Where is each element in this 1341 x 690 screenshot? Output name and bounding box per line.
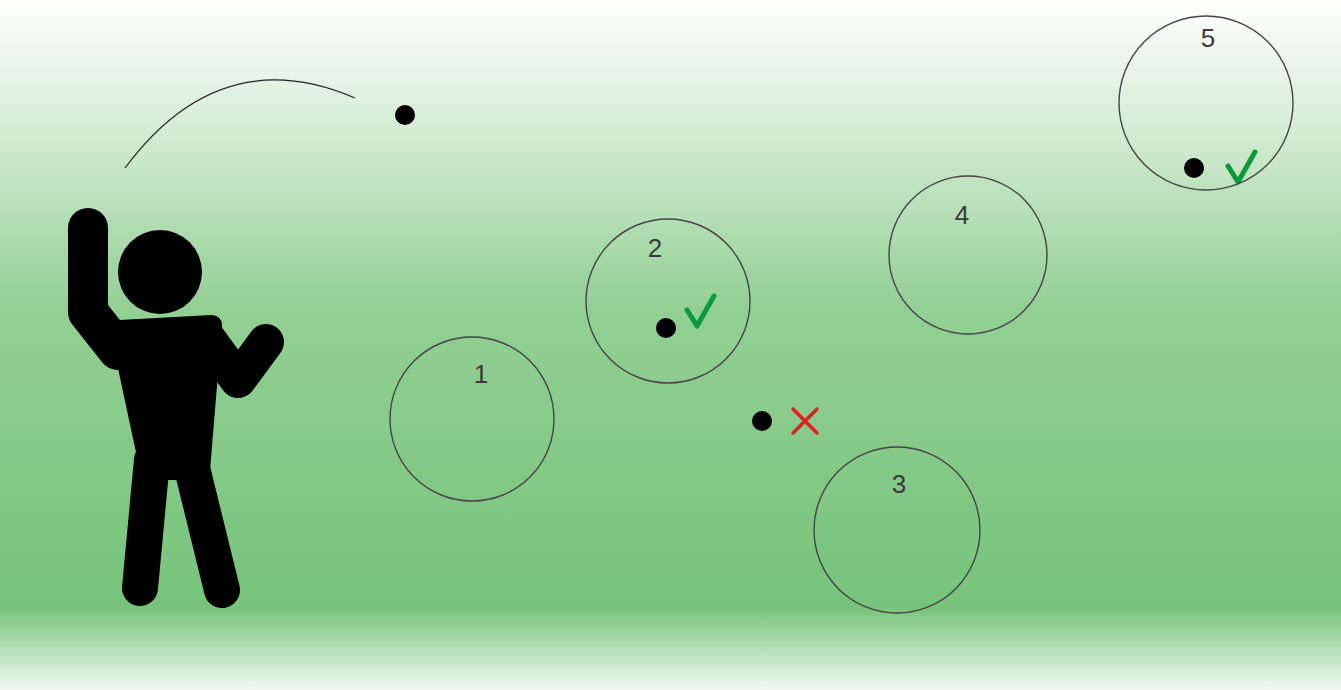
ball: [395, 105, 415, 125]
check-mark: [687, 296, 714, 326]
target-number: 2: [648, 235, 662, 261]
target-circle: 1: [389, 336, 555, 502]
target-number: 4: [955, 202, 969, 228]
circle-outline: [585, 218, 751, 384]
target-number: 1: [474, 361, 488, 387]
ball: [1184, 158, 1204, 178]
target-number: 3: [892, 471, 906, 497]
ball: [656, 318, 676, 338]
ball: [752, 411, 772, 431]
cross-mark: [793, 409, 817, 433]
target-circle: 5: [1118, 15, 1294, 191]
circle-outline: [389, 336, 555, 502]
target-number: 5: [1201, 25, 1215, 51]
target-circle: 2: [585, 218, 751, 384]
circle-outline: [888, 175, 1048, 335]
throw-arc: [125, 80, 355, 168]
target-circle: 4: [888, 175, 1048, 335]
thrower-figure: [88, 228, 266, 590]
target-circle: 3: [813, 446, 981, 614]
